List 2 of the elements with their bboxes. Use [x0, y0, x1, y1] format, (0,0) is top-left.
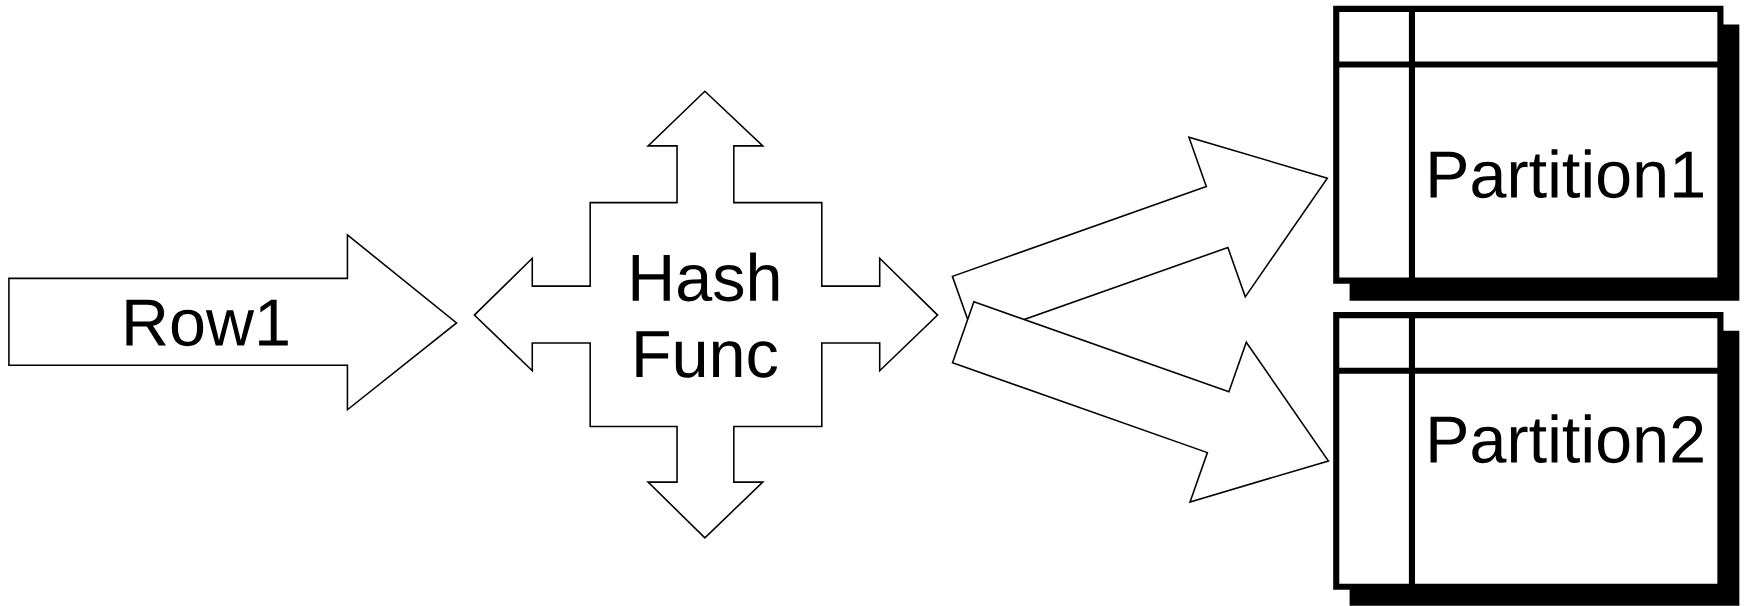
table-box: Partition1 — [1333, 5, 1740, 301]
table-box: Partition2 — [1333, 312, 1740, 606]
